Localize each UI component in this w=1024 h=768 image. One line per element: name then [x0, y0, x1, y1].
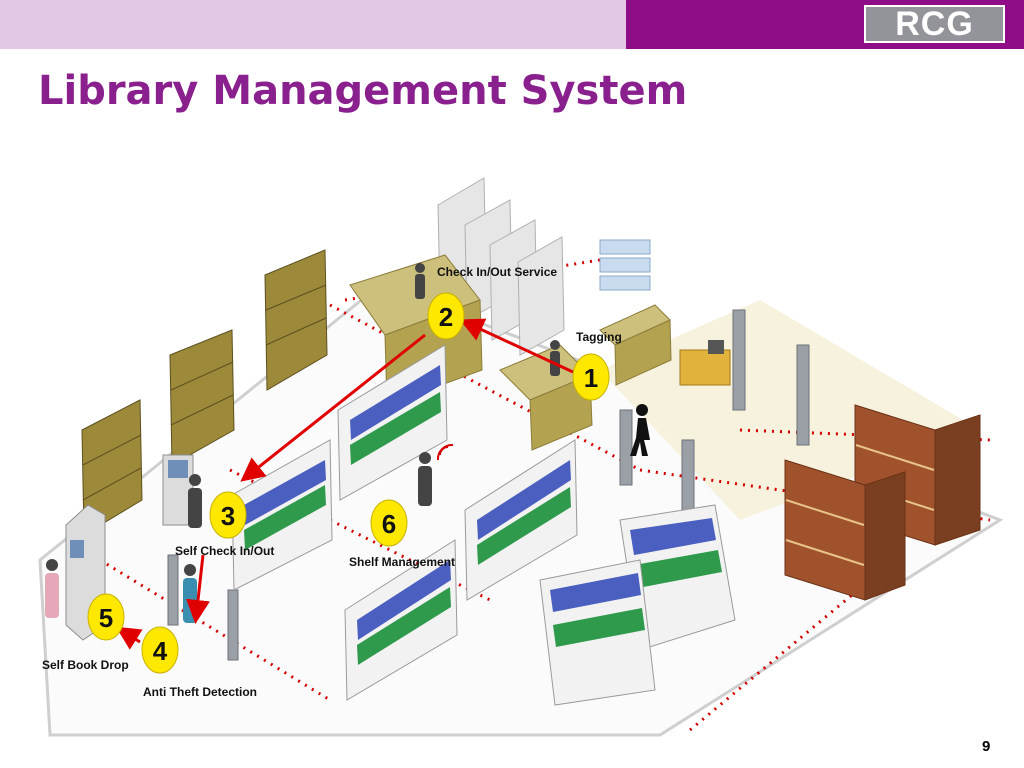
walking-person-icon: [630, 404, 650, 456]
workflow-arrows: [115, 318, 574, 650]
step-label-self-check-in-out: Self Check In/Out: [175, 544, 274, 558]
step-label-anti-theft-detection: Anti Theft Detection: [143, 685, 257, 699]
rcg-logo: RCG: [864, 5, 1005, 43]
step-marker-4: 4: [141, 626, 179, 674]
step-number-6: 6: [382, 509, 396, 539]
tagging-desk: [499, 304, 672, 451]
step-label-shelf-management: Shelf Management: [349, 555, 455, 569]
bookshelf-center-4: [344, 539, 458, 701]
header-band-left: [0, 0, 626, 49]
step-number-4: 4: [153, 636, 168, 666]
step-number-5: 5: [99, 603, 113, 633]
arrow-1-to-2: [459, 318, 574, 374]
display-rack: [599, 239, 651, 291]
wifi-signal-icon: [436, 443, 454, 461]
step-number-3: 3: [221, 501, 235, 531]
arrow-2-to-3: [240, 333, 426, 482]
bookshelf-center-2: [231, 439, 333, 591]
bookshelf-center-1: [337, 344, 448, 501]
security-gates: [167, 309, 810, 661]
desk-right: [679, 340, 731, 386]
wood-bookcase-2: [784, 459, 906, 601]
page-number: 9: [982, 738, 991, 755]
step-label-tagging: Tagging: [576, 330, 622, 344]
arrow-4-to-5: [115, 626, 143, 650]
wall-shelf-1: [81, 399, 143, 536]
arrow-3-to-4: [186, 554, 210, 624]
step-marker-1: 1: [572, 353, 610, 401]
bookshelf-center-3: [464, 439, 578, 601]
step-number-1: 1: [584, 363, 598, 393]
wall-shelf-2: [169, 329, 235, 466]
bookshelf-center-6: [539, 559, 656, 706]
step-label-check-in-out-service: Check In/Out Service: [437, 265, 557, 279]
step-marker-6: 6: [370, 499, 408, 547]
page-title: Library Management System: [38, 68, 688, 114]
step-number-2: 2: [439, 302, 453, 332]
logo-text: RCG: [866, 7, 1003, 41]
bookshelf-center-5: [619, 504, 736, 651]
wall-shelf-3: [264, 249, 328, 391]
step-label-self-book-drop: Self Book Drop: [42, 658, 129, 672]
step-marker-3: 3: [209, 491, 247, 539]
step-marker-2: 2: [427, 292, 465, 340]
step-marker-5: 5: [87, 593, 125, 641]
